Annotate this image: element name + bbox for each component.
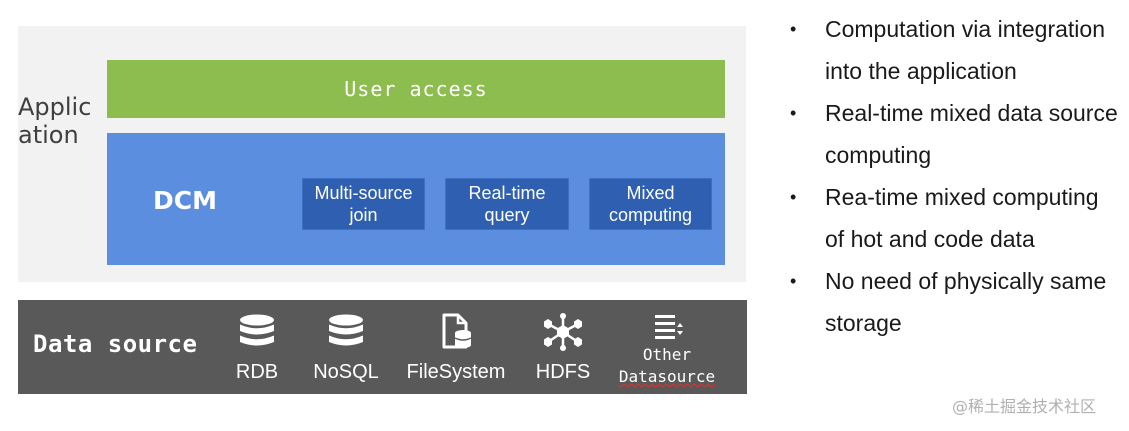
user-access-label: User access xyxy=(344,77,488,101)
bullet-item: • Rea-time mixed computing of hot and cod… xyxy=(788,176,1118,260)
feature-bullet-list: • Computation via integration into the ap… xyxy=(788,8,1118,344)
dcm-label: DCM xyxy=(153,186,217,215)
network-nodes-icon xyxy=(541,312,585,352)
feature-mixed-computing: Mixed computing xyxy=(589,178,712,230)
data-source-item-label-line1: Other xyxy=(642,345,692,364)
bullet-text: Real-time mixed data source computing xyxy=(825,100,1118,168)
file-database-icon xyxy=(434,312,478,352)
bullet-text: Computation via integration into the app… xyxy=(825,16,1105,84)
bullet-icon: • xyxy=(790,19,797,39)
bullet-item: • No need of physically same storage xyxy=(788,260,1118,344)
feature-label: Mixed computing xyxy=(608,183,693,225)
data-source-item-label-line2: Datasource xyxy=(618,367,716,386)
data-source-label: Data source xyxy=(33,330,198,358)
data-source-bar xyxy=(18,300,747,394)
feature-real-time-query: Real-time query xyxy=(445,178,569,230)
data-source-item-label: HDFS xyxy=(535,361,591,383)
bullet-text: Rea-time mixed computing of hot and code… xyxy=(825,184,1099,252)
bullet-item: • Real-time mixed data source computing xyxy=(788,92,1118,176)
bullet-text: No need of physically same storage xyxy=(825,268,1107,336)
application-layer-label: Application xyxy=(18,93,92,149)
feature-label: Multi-source join xyxy=(314,183,413,225)
database-icon xyxy=(235,312,279,352)
bullet-icon: • xyxy=(790,271,797,291)
database-icon xyxy=(324,312,368,352)
data-source-other: Other Datasource xyxy=(611,312,723,388)
bullet-icon: • xyxy=(790,103,797,123)
data-source-item-label: RDB xyxy=(235,361,279,383)
data-source-rdb: RDB xyxy=(234,312,280,384)
feature-label: Real-time query xyxy=(468,183,546,225)
user-access-box: User access xyxy=(107,60,725,118)
data-source-hdfs: HDFS xyxy=(533,312,593,384)
bullet-item: • Computation via integration into the ap… xyxy=(788,8,1118,92)
data-source-item-label: NoSQL xyxy=(313,361,379,383)
data-source-nosql: NoSQL xyxy=(311,312,381,384)
data-source-item-label: FileSystem xyxy=(406,361,506,383)
feature-multi-source-join: Multi-source join xyxy=(302,178,425,230)
watermark: @稀土掘金技术社区 xyxy=(952,397,1097,416)
data-source-filesystem: FileSystem xyxy=(404,312,508,384)
list-sort-icon xyxy=(645,312,689,344)
bullet-icon: • xyxy=(790,187,797,207)
